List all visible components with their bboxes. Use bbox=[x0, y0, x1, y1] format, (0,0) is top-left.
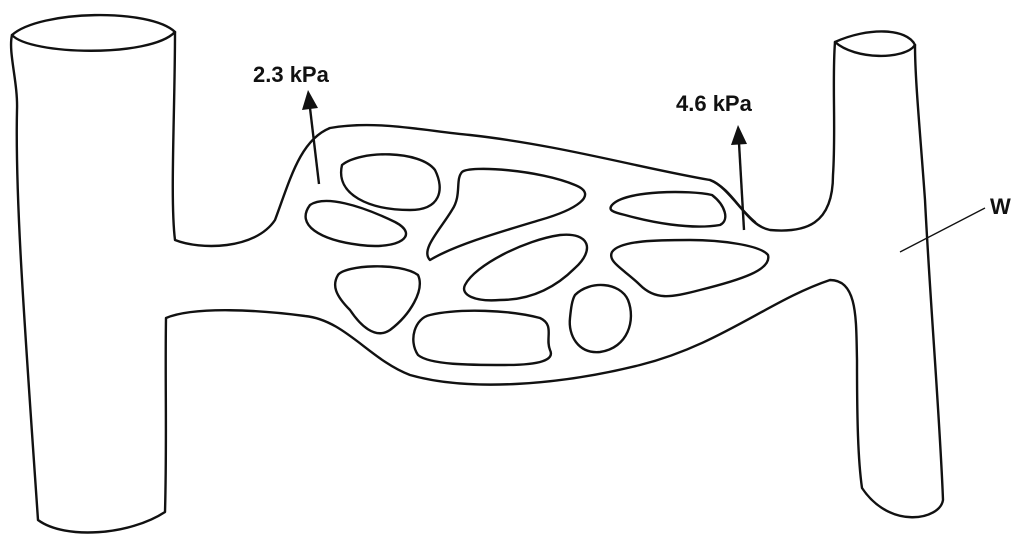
left-pressure-arrow bbox=[310, 108, 319, 184]
vessel-w-label: W bbox=[990, 194, 1011, 219]
bed-top-inner-line bbox=[710, 180, 755, 222]
left-vessel-and-bed-outline bbox=[11, 15, 943, 532]
right-vessel-rim bbox=[835, 42, 915, 56]
left-vessel-rim bbox=[12, 32, 175, 51]
tissue-island-7 bbox=[611, 240, 768, 296]
tissue-island-1 bbox=[341, 154, 440, 210]
vessel-label-leader bbox=[900, 208, 985, 252]
tissue-island-8 bbox=[570, 285, 631, 352]
right-pressure-label: 4.6 kPa bbox=[676, 91, 753, 116]
left-pressure-label: 2.3 kPa bbox=[253, 62, 330, 87]
tissue-island-4 bbox=[611, 192, 726, 227]
right-arrow-head bbox=[731, 125, 747, 145]
tissue-island-9 bbox=[413, 311, 551, 365]
right-pressure-arrow bbox=[739, 143, 744, 230]
tissue-island-3 bbox=[427, 169, 585, 260]
tissue-island-6 bbox=[464, 235, 587, 301]
left-arrow-head bbox=[302, 90, 318, 110]
tissue-island-5 bbox=[335, 266, 420, 333]
